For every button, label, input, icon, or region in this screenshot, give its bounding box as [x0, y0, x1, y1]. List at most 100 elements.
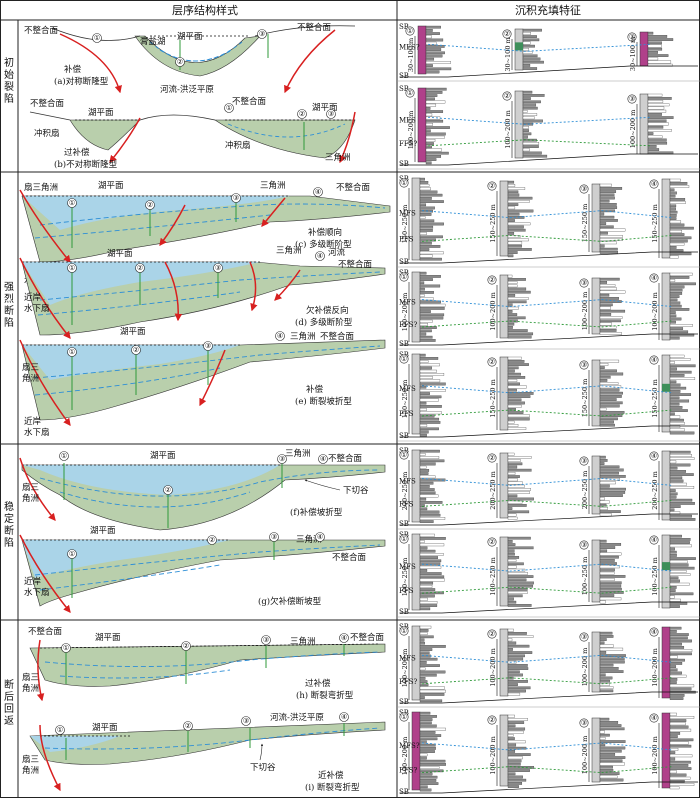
log-column [661, 534, 671, 609]
well-number: ③ [581, 719, 587, 727]
ffs-label: FFS? [399, 321, 418, 329]
thickness-label: 100~200 m [651, 736, 659, 775]
svg-text:②: ② [133, 346, 139, 354]
log-column [661, 178, 671, 259]
thickness-label: 30~100 m [504, 37, 512, 71]
svg-text:④: ④ [315, 188, 321, 196]
svg-text:不整合面: 不整合面 [232, 96, 267, 107]
well-number: ② [489, 716, 495, 724]
svg-text:不整合面: 不整合面 [350, 632, 385, 643]
ffs-label: FFS? [399, 140, 418, 148]
svg-text:湖平面: 湖平面 [107, 249, 133, 259]
well-number-circle [579, 184, 589, 194]
svg-text:冲积扇: 冲积扇 [225, 140, 251, 151]
sb-label-bottom: SB [399, 160, 409, 168]
sb-label-top: SB [399, 85, 409, 93]
log-column [499, 180, 509, 257]
log-column [411, 625, 421, 701]
svg-text:始: 始 [4, 68, 14, 81]
svg-text:③: ③ [233, 194, 239, 202]
well-number-circle [399, 450, 409, 460]
well-number: ② [489, 276, 495, 284]
ffs-correlation-line [421, 677, 673, 685]
log-column [661, 626, 671, 699]
svg-text:水下扇: 水下扇 [24, 427, 50, 438]
sb-label-bottom: SB [399, 432, 409, 440]
mfs-label: MFS [399, 299, 416, 307]
svg-text:扇三: 扇三 [22, 754, 39, 765]
svg-text:断: 断 [4, 524, 14, 537]
well-number: ④ [651, 714, 657, 722]
section-g: 湖平面 三角洲 不整合面 近岸 水下扇 (g)欠补偿断坡型 ① ② ③ ④ [19, 526, 386, 613]
svg-text:三角洲: 三角洲 [285, 448, 311, 459]
ffs-label: FFS? [399, 678, 418, 686]
thickness-label: 150~250 m [489, 379, 497, 418]
svg-text:③: ③ [205, 342, 211, 350]
well-number: ③ [581, 361, 587, 369]
svg-text:湖平面: 湖平面 [177, 32, 203, 42]
svg-text:扇三角洲: 扇三角洲 [24, 182, 58, 193]
svg-text:三角洲: 三角洲 [325, 152, 351, 163]
mfs-correlation-line [427, 43, 651, 52]
well-number-circle [487, 629, 497, 639]
svg-text:后: 后 [4, 691, 14, 703]
thickness-label: 100~200 m [401, 293, 409, 332]
svg-text:③: ③ [263, 636, 269, 644]
well-number: ③ [629, 95, 635, 103]
well-number-circle [399, 354, 409, 364]
thickness-label: 150~250 m [581, 204, 589, 243]
thickness-label: 100~200 m [651, 648, 659, 687]
well-number-circle [487, 357, 497, 367]
svg-text:湖平面: 湖平面 [90, 526, 116, 536]
mfs-correlation-line [421, 299, 673, 308]
svg-text:②: ② [185, 722, 191, 730]
mfs-label: MFS [399, 563, 416, 571]
svg-text:①: ① [63, 644, 69, 652]
well-number-circle [579, 632, 589, 642]
section-a-label-1: 补偿 [64, 64, 82, 75]
svg-text:②: ② [177, 58, 183, 66]
log-column [411, 711, 421, 791]
well-number: ② [489, 630, 495, 638]
svg-text:三角洲: 三角洲 [260, 180, 286, 191]
well-number: ③ [581, 279, 587, 287]
svg-text:角洲: 角洲 [22, 493, 39, 504]
sb-line [400, 513, 698, 526]
log-column [661, 712, 671, 789]
ffs-correlation-line [421, 234, 673, 242]
svg-text:三角洲: 三角洲 [290, 636, 316, 647]
thickness-label: 100~250 m [489, 557, 497, 596]
svg-text:水下扇: 水下扇 [24, 587, 50, 598]
log-column [499, 356, 509, 431]
thickness-label: 100~200 m [629, 110, 637, 149]
well-number-circle [627, 32, 637, 42]
svg-text:强: 强 [4, 281, 14, 293]
ffs-correlation-line [421, 766, 673, 774]
svg-text:不整合面: 不整合面 [28, 626, 63, 637]
mfs-label: MFS [399, 654, 416, 662]
svg-text:断: 断 [4, 304, 14, 317]
section-i-label-1: 近补偿 [318, 770, 344, 781]
svg-text:②: ② [165, 486, 171, 494]
thickness-label: 100~200 m [401, 737, 409, 776]
stage-label-2: 强 烈 断 陷 [4, 281, 14, 329]
ffs-label: FFS [399, 235, 414, 243]
svg-text:三角洲: 三角洲 [290, 331, 316, 342]
well-number-circle [399, 534, 409, 544]
mfs-correlation-line [421, 385, 673, 394]
well-number-circle [579, 540, 589, 550]
well-number-circle [627, 94, 637, 104]
svg-text:①: ① [69, 550, 75, 558]
stage-label-4: 断 后 回 返 [4, 678, 14, 727]
svg-text:回: 回 [4, 703, 14, 715]
well-number: ④ [651, 274, 657, 282]
well-number-circle [399, 712, 409, 722]
svg-text:近岸: 近岸 [24, 292, 42, 303]
well-number: ② [489, 358, 495, 366]
well-number: ② [489, 182, 495, 190]
sb-label-top: SB [399, 23, 409, 31]
svg-text:返: 返 [4, 715, 14, 727]
